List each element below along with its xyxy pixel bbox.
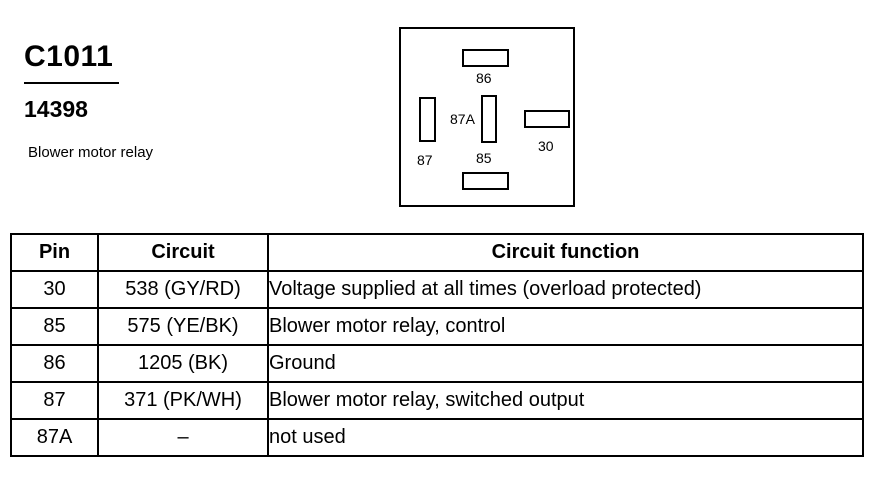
function-cell: Blower motor relay, switched output [267, 381, 864, 420]
circuit-cell: 371 (PK/WH) [97, 381, 269, 420]
table-row: 85 575 (YE/BK) Blower motor relay, contr… [10, 307, 864, 346]
header-circuit-function: Circuit function [267, 233, 864, 272]
terminal-30 [524, 110, 570, 128]
pin-cell: 87A [10, 418, 99, 457]
relay-connector-face: 86 87 87A 85 30 [399, 27, 575, 207]
terminal-87A [462, 172, 509, 190]
connector-title: C1011 [24, 40, 114, 73]
terminal-87-label: 87 [417, 152, 433, 168]
function-cell: Blower motor relay, control [267, 307, 864, 346]
table-row: 87A – not used [10, 418, 864, 457]
table-row: 87 371 (PK/WH) Blower motor relay, switc… [10, 381, 864, 420]
table-row: 30 538 (GY/RD) Voltage supplied at all t… [10, 270, 864, 309]
terminal-85 [481, 95, 497, 143]
title-underline [24, 82, 119, 84]
terminal-87A-label: 87A [450, 111, 475, 127]
table-row: 86 1205 (BK) Ground [10, 344, 864, 383]
pin-cell: 85 [10, 307, 99, 346]
circuit-cell: 538 (GY/RD) [97, 270, 269, 309]
circuit-cell: 575 (YE/BK) [97, 307, 269, 346]
part-number: 14398 [24, 96, 88, 122]
header-circuit: Circuit [97, 233, 269, 272]
connector-description: Blower motor relay [28, 144, 154, 161]
header-pin: Pin [10, 233, 99, 272]
terminal-86 [462, 49, 509, 67]
terminal-30-label: 30 [538, 138, 554, 154]
function-cell: Ground [267, 344, 864, 383]
pin-cell: 86 [10, 344, 99, 383]
function-cell: not used [267, 418, 864, 457]
terminal-85-label: 85 [476, 150, 492, 166]
terminal-87 [419, 97, 436, 142]
function-cell: Voltage supplied at all times (overload … [267, 270, 864, 309]
circuit-cell: 1205 (BK) [97, 344, 269, 383]
pin-table-header: Pin Circuit Circuit function [10, 233, 864, 272]
pin-cell: 30 [10, 270, 99, 309]
terminal-86-label: 86 [476, 70, 492, 86]
circuit-cell: – [97, 418, 269, 457]
pin-table: Pin Circuit Circuit function 30 538 (GY/… [10, 233, 864, 457]
pin-cell: 87 [10, 381, 99, 420]
